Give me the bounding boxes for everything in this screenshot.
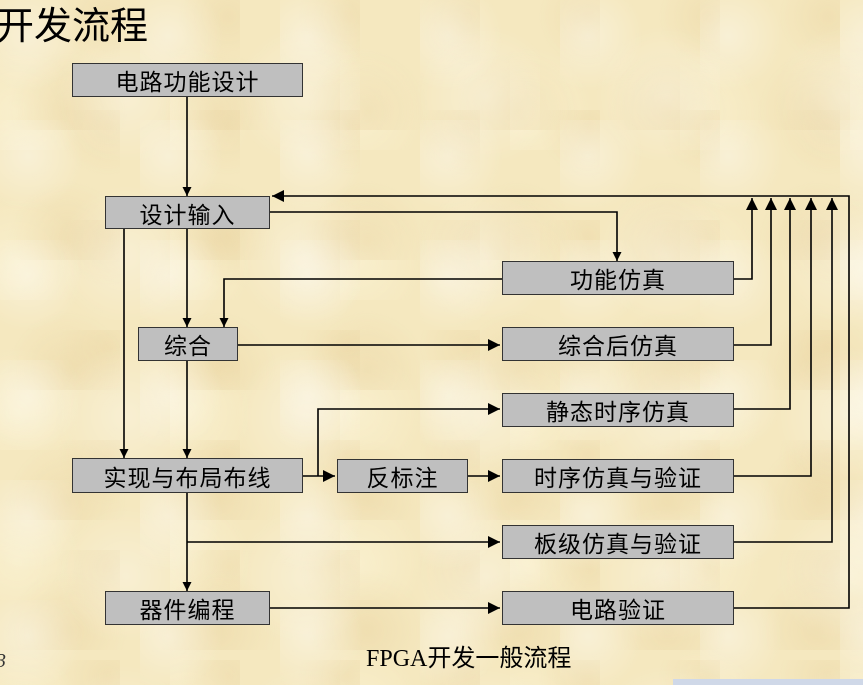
node-implementation: 实现与布局布线 xyxy=(72,458,303,493)
node-circuit-verification: 电路验证 xyxy=(502,591,734,625)
node-function-simulation: 功能仿真 xyxy=(502,261,734,295)
node-timing-simulation-verification: 时序仿真与验证 xyxy=(502,459,734,493)
feedback-board-sim xyxy=(734,198,838,543)
slide-title: 开发流程 xyxy=(0,4,149,48)
arrow-design-input-to-function-sim xyxy=(270,211,622,261)
feedback-post-synth-sim xyxy=(734,198,777,346)
node-device-programming: 器件编程 xyxy=(105,591,270,625)
node-post-synthesis-simulation: 综合后仿真 xyxy=(502,327,734,361)
node-synthesis: 综合 xyxy=(138,327,238,361)
feedback-static-timing-sim xyxy=(734,198,796,410)
bottom-right-strip xyxy=(673,679,863,685)
node-back-annotation: 反标注 xyxy=(337,459,468,493)
node-design-input: 设计输入 xyxy=(105,196,270,229)
feedback-timing-sim xyxy=(734,198,817,477)
feedback-circuit-verify xyxy=(272,190,850,609)
page-number: 3 xyxy=(0,650,6,673)
node-static-timing-simulation: 静态时序仿真 xyxy=(502,393,734,427)
arrow-to-static-timing-sim xyxy=(317,403,500,476)
arrow-function-sim-to-synthesis xyxy=(219,278,502,327)
node-board-simulation-verification: 板级仿真与验证 xyxy=(502,525,734,559)
feedback-function-sim xyxy=(734,198,758,280)
slide-caption: FPGA开发一般流程 xyxy=(366,646,572,672)
node-circuit-function-design: 电路功能设计 xyxy=(72,63,303,97)
